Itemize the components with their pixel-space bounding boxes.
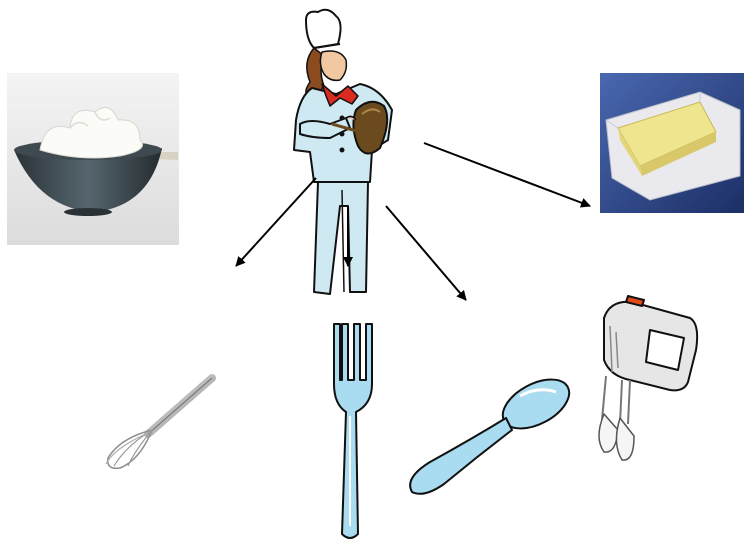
edge-chef-butter: [424, 143, 590, 206]
edge-chef-whisk: [236, 178, 316, 266]
hand-mixer-icon: [599, 296, 697, 460]
whipped-cream-bowl-icon: [7, 73, 179, 245]
edge-chef-spoon: [386, 206, 466, 300]
butter-block-icon: [600, 73, 744, 213]
fork-icon: [334, 324, 372, 538]
chef-icon: [294, 10, 392, 294]
whisk-icon: [106, 378, 212, 468]
spoon-icon: [410, 369, 577, 493]
